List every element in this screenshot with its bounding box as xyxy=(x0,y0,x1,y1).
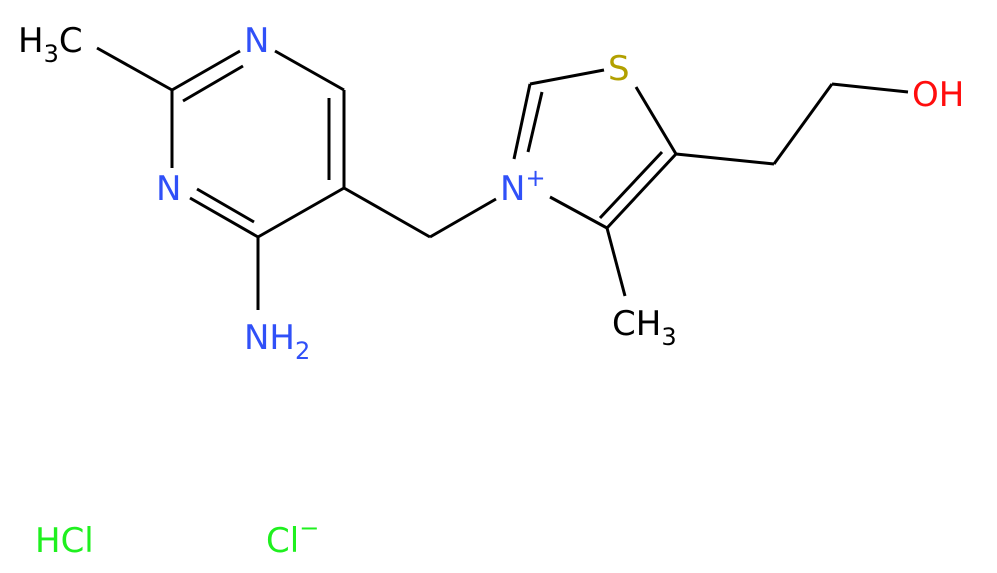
bond-c5t-c4t xyxy=(605,152,678,230)
bonds xyxy=(96,46,909,310)
bond-ch2-oh xyxy=(831,82,909,94)
bond-methyl-c2 xyxy=(96,46,173,92)
chloride-label: Cl− xyxy=(266,514,319,561)
bond-c5t-c4t-inner xyxy=(598,150,664,220)
sulfur-label: S xyxy=(608,49,630,89)
bond-c2-n1-inner xyxy=(182,64,244,103)
bond-c4t-methyl xyxy=(605,227,627,297)
bond-c5-c4 xyxy=(257,186,345,239)
amino-label: NH2 xyxy=(244,318,310,365)
pyrimidine-n-left-label: N xyxy=(156,169,181,209)
pyrimidine-n-top-label: N xyxy=(244,21,269,61)
bond-c5t-ch2 xyxy=(675,152,775,166)
bond-c4-n3 xyxy=(189,196,259,239)
bond-nplus-c2t-inner xyxy=(526,91,544,153)
bond-ch2-nplus xyxy=(429,197,497,239)
hcl-label: HCl xyxy=(35,521,94,561)
bond-c2t-s xyxy=(529,68,605,86)
bond-n1-c6 xyxy=(274,49,345,92)
methyl-bottom-label: CH3 xyxy=(612,304,677,351)
hydroxyl-label: OH xyxy=(912,75,964,115)
bond-ch2-ch2 xyxy=(772,83,834,165)
bond-c5-ch2 xyxy=(343,186,431,239)
bond-c4t-nplus xyxy=(549,195,608,230)
bond-c2-n1 xyxy=(171,49,241,92)
bond-nplus-c2t xyxy=(512,83,532,160)
methyl-top-left-label: H3C xyxy=(18,21,83,68)
bond-s-c5t xyxy=(634,86,678,155)
counterions: HCl Cl− xyxy=(35,514,319,561)
thiazolium-n-label: N+ xyxy=(500,164,546,209)
bond-c4-n3-inner xyxy=(196,187,255,224)
atom-labels: H3C N N NH2 N+ S OH CH3 xyxy=(18,21,964,365)
